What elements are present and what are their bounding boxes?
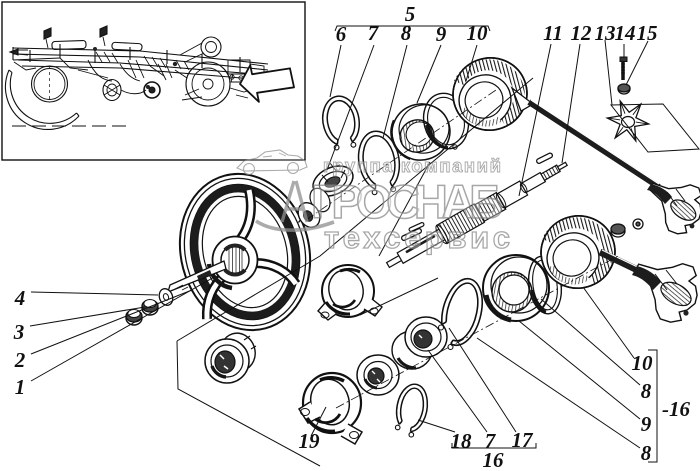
svg-text:10: 10	[632, 351, 654, 375]
svg-text:18: 18	[451, 429, 473, 453]
svg-text:11: 11	[543, 21, 563, 45]
svg-text:9: 9	[641, 412, 652, 436]
svg-text:-16: -16	[662, 397, 690, 421]
svg-text:10: 10	[467, 21, 489, 45]
svg-text:ГРОСНАБ: ГРОСНАБ	[311, 175, 503, 228]
svg-text:1: 1	[15, 375, 26, 399]
svg-text:7: 7	[485, 429, 497, 453]
svg-text:6: 6	[336, 22, 347, 46]
svg-text:8: 8	[641, 379, 652, 403]
svg-text:5: 5	[405, 2, 416, 26]
svg-text:4: 4	[14, 286, 26, 310]
svg-text:17: 17	[512, 428, 535, 452]
svg-text:2: 2	[14, 348, 26, 372]
svg-text:группа компаний: группа компаний	[323, 155, 501, 176]
svg-text:16: 16	[483, 448, 505, 471]
svg-text:техсервис: техсервис	[324, 220, 512, 255]
svg-text:14: 14	[615, 21, 636, 45]
svg-text:12: 12	[571, 21, 593, 45]
svg-text:15: 15	[637, 21, 658, 45]
svg-text:9: 9	[436, 22, 447, 46]
svg-text:8: 8	[641, 441, 652, 465]
svg-text:13: 13	[595, 21, 616, 45]
svg-text:7: 7	[368, 21, 380, 45]
svg-text:3: 3	[13, 320, 25, 344]
svg-text:8: 8	[401, 21, 412, 45]
svg-text:19: 19	[299, 429, 321, 453]
